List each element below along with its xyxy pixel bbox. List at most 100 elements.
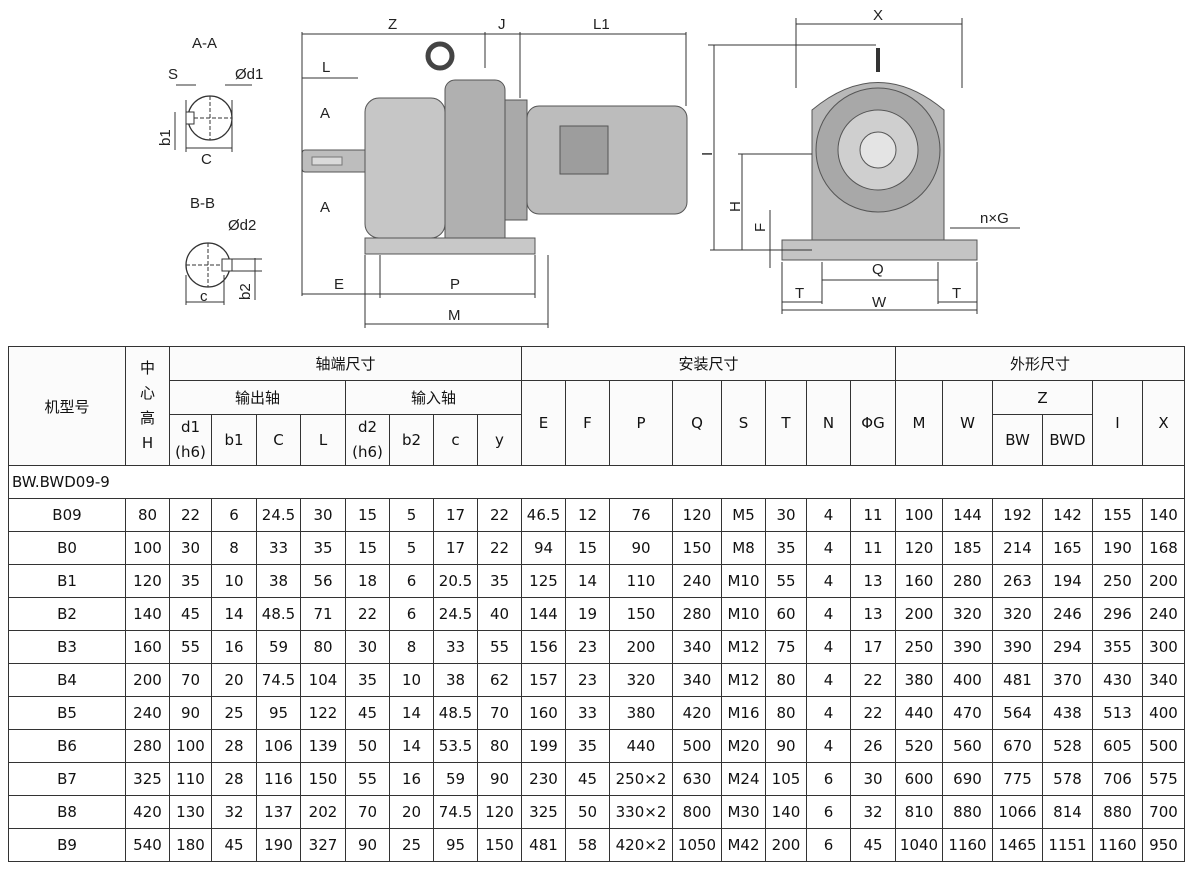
- col-bw: BW: [992, 414, 1043, 466]
- outline-header: 外形尺寸: [895, 346, 1185, 381]
- table-cell: 30: [169, 531, 212, 565]
- table-cell: 6: [389, 564, 434, 598]
- table-cell: 32: [211, 795, 257, 829]
- table-cell: 438: [1042, 696, 1093, 730]
- model-header: 机型号: [8, 346, 126, 466]
- model-cell: B2: [8, 597, 126, 631]
- table-cell: 20.5: [433, 564, 478, 598]
- model-cell: B09: [8, 498, 126, 532]
- table-cell: 45: [211, 828, 257, 862]
- reducer-front-view: [781, 48, 978, 261]
- table-cell: 420: [672, 696, 722, 730]
- table-cell: 630: [672, 762, 722, 796]
- output-shaft-header: 输出轴: [169, 380, 346, 415]
- table-cell: 80: [765, 696, 807, 730]
- label-f: F: [752, 223, 769, 232]
- col-bwd: BWD: [1042, 414, 1093, 466]
- table-cell: 470: [942, 696, 993, 730]
- table-cell: 74.5: [433, 795, 478, 829]
- col-e: E: [521, 380, 566, 466]
- shaft-end-header: 轴端尺寸: [169, 346, 522, 381]
- table-cell: M42: [721, 828, 766, 862]
- table-cell: 575: [1142, 762, 1185, 796]
- table-cell: 160: [125, 630, 170, 664]
- table-cell: 1040: [895, 828, 943, 862]
- table-cell: 33: [565, 696, 610, 730]
- table-cell: 150: [609, 597, 673, 631]
- table-cell: 440: [609, 729, 673, 763]
- label-t-left: T: [795, 285, 804, 302]
- label-a-bottom: A: [320, 199, 330, 216]
- table-cell: 22: [477, 531, 522, 565]
- table-cell: 75: [765, 630, 807, 664]
- col-f: F: [565, 380, 610, 466]
- table-cell: 4: [806, 729, 851, 763]
- table-cell: 74.5: [256, 663, 301, 697]
- label-j: J: [498, 16, 506, 33]
- table-cell: 122: [300, 696, 346, 730]
- table-cell: 90: [765, 729, 807, 763]
- table-cell: 14: [565, 564, 610, 598]
- table-cell: 144: [942, 498, 993, 532]
- table-cell: M12: [721, 663, 766, 697]
- table-cell: 70: [477, 696, 522, 730]
- table-cell: 190: [256, 828, 301, 862]
- table-cell: 18: [345, 564, 390, 598]
- table-cell: 38: [433, 663, 478, 697]
- table-cell: 564: [992, 696, 1043, 730]
- table-cell: 32: [850, 795, 896, 829]
- table-cell: 700: [1142, 795, 1185, 829]
- col-b2: b2: [389, 414, 434, 466]
- table-cell: 90: [477, 762, 522, 796]
- table-cell: 1066: [992, 795, 1043, 829]
- table-cell: 775: [992, 762, 1043, 796]
- table-cell: 327: [300, 828, 346, 862]
- table-cell: 520: [895, 729, 943, 763]
- table-cell: 22: [850, 696, 896, 730]
- table-cell: 16: [211, 630, 257, 664]
- table-cell: M10: [721, 564, 766, 598]
- table-cell: 14: [389, 696, 434, 730]
- table-cell: M12: [721, 630, 766, 664]
- label-d1: Ød1: [235, 66, 263, 83]
- table-cell: 4: [806, 630, 851, 664]
- table-cell: 390: [942, 630, 993, 664]
- model-cell: B6: [8, 729, 126, 763]
- table-cell: 8: [211, 531, 257, 565]
- table-cell: 5: [389, 498, 434, 532]
- table-cell: 38: [256, 564, 301, 598]
- table-cell: 23: [565, 663, 610, 697]
- center-height-header: 中 心 高 H: [125, 346, 170, 466]
- table-cell: 578: [1042, 762, 1093, 796]
- table-cell: 17: [433, 531, 478, 565]
- table-cell: 4: [806, 663, 851, 697]
- table-cell: 320: [609, 663, 673, 697]
- table-cell: 200: [125, 663, 170, 697]
- label-q: Q: [872, 261, 884, 278]
- table-cell: 380: [895, 663, 943, 697]
- table-cell: 214: [992, 531, 1043, 565]
- table-cell: 168: [1142, 531, 1185, 565]
- table-cell: 157: [521, 663, 566, 697]
- table-cell: 90: [609, 531, 673, 565]
- table-cell: 55: [477, 630, 522, 664]
- table-cell: 35: [565, 729, 610, 763]
- table-cell: 55: [765, 564, 807, 598]
- table-cell: 100: [895, 498, 943, 532]
- table-cell: 15: [345, 531, 390, 565]
- table-cell: 17: [850, 630, 896, 664]
- table-cell: 100: [169, 729, 212, 763]
- table-cell: 880: [1092, 795, 1143, 829]
- table-cell: 55: [345, 762, 390, 796]
- table-cell: 160: [895, 564, 943, 598]
- table-cell: 110: [169, 762, 212, 796]
- table-cell: 950: [1142, 828, 1185, 862]
- table-cell: 150: [300, 762, 346, 796]
- table-cell: 1050: [672, 828, 722, 862]
- table-cell: 50: [345, 729, 390, 763]
- table-cell: 110: [609, 564, 673, 598]
- table-cell: 194: [1042, 564, 1093, 598]
- col-s: S: [721, 380, 766, 466]
- table-cell: 8: [389, 630, 434, 664]
